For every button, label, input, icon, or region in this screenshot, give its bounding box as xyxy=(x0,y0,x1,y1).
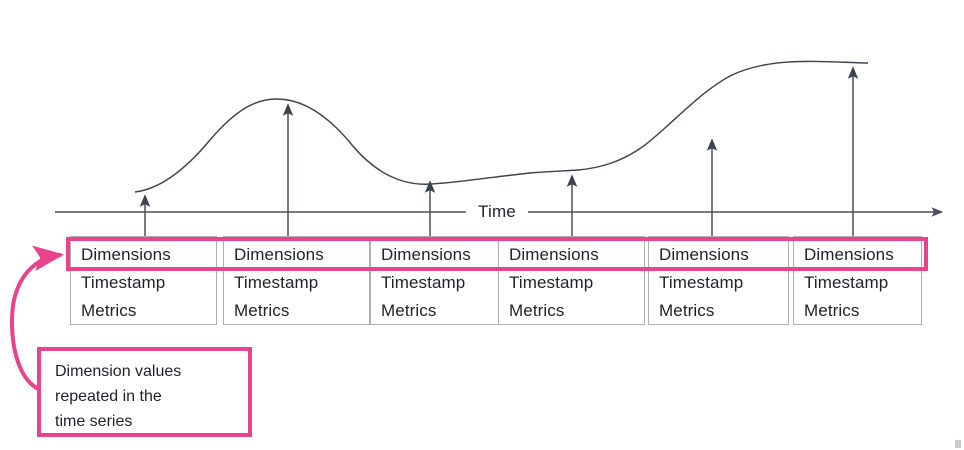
record-dimensions-label: Dimensions xyxy=(234,245,324,264)
record-metrics-label: Metrics xyxy=(659,301,715,320)
record-box-2[interactable]: Dimensions Timestamp Metrics xyxy=(223,236,370,325)
record-dimensions-label: Dimensions xyxy=(381,245,471,264)
record-box-1[interactable]: Dimensions Timestamp Metrics xyxy=(70,236,217,325)
corner-artifact xyxy=(955,440,961,448)
callout-line-2: repeated in the xyxy=(55,388,162,405)
record-metrics-label: Metrics xyxy=(804,301,860,320)
record-timestamp-label: Timestamp xyxy=(804,273,889,292)
record-timestamp-label: Timestamp xyxy=(509,273,594,292)
callout-box: Dimension values repeated in the time se… xyxy=(37,347,252,437)
time-series-curve xyxy=(134,60,869,193)
record-box-6[interactable]: Dimensions Timestamp Metrics xyxy=(793,236,922,325)
callout-line-1: Dimension values xyxy=(55,363,182,380)
record-timestamp-label: Timestamp xyxy=(381,273,466,292)
record-metrics-label: Metrics xyxy=(381,301,437,320)
record-dimensions-label: Dimensions xyxy=(81,245,171,264)
record-box-3[interactable]: Dimensions Timestamp Metrics xyxy=(370,236,517,325)
record-timestamp-label: Timestamp xyxy=(81,273,166,292)
record-box-4[interactable]: Dimensions Timestamp Metrics xyxy=(498,236,645,325)
callout-line-3: time series xyxy=(55,413,133,430)
record-dimensions-label: Dimensions xyxy=(509,245,599,264)
record-metrics-label: Metrics xyxy=(509,301,565,320)
record-dimensions-label: Dimensions xyxy=(659,245,749,264)
record-box-5[interactable]: Dimensions Timestamp Metrics xyxy=(648,236,789,325)
record-timestamp-label: Timestamp xyxy=(659,273,744,292)
time-axis-label: Time xyxy=(466,200,528,224)
record-dimensions-label: Dimensions xyxy=(804,245,894,264)
record-timestamp-label: Timestamp xyxy=(234,273,319,292)
callout-curved-arrow xyxy=(10,245,64,394)
record-metrics-label: Metrics xyxy=(81,301,137,320)
record-metrics-label: Metrics xyxy=(234,301,290,320)
